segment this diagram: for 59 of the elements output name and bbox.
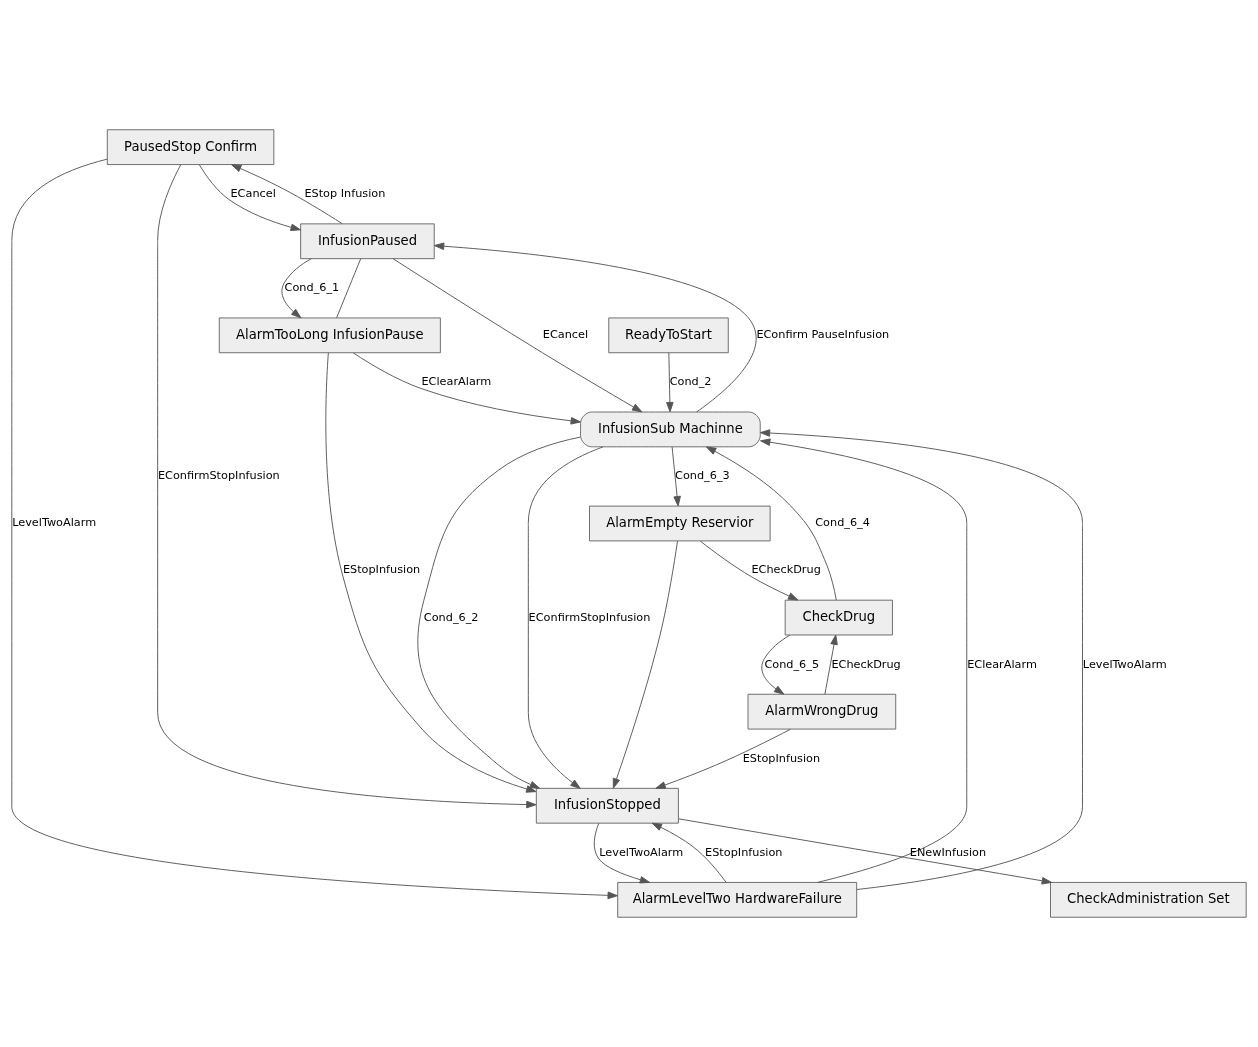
node-box: InfusionStopped (535, 787, 679, 824)
arrow (593, 822, 651, 884)
arrow (824, 634, 838, 695)
node-box: CheckAdministration Set (1050, 881, 1247, 918)
edge-label: Cond_2 (669, 375, 712, 389)
arrow (198, 164, 301, 232)
arrow (527, 446, 604, 789)
arrow (352, 352, 581, 425)
arrow (281, 258, 312, 319)
edge-label: ECheckDrug (751, 563, 821, 577)
arrow (417, 436, 581, 789)
arrow (678, 818, 1052, 885)
edge-label: Cond_6_1 (284, 281, 340, 295)
node-box: AlarmLevelTwo HardwareFailure (617, 881, 858, 918)
arrow (699, 540, 799, 601)
edge-label: EConfirmStopInfusion (528, 610, 651, 624)
node-box: PausedStop Confirm (106, 129, 275, 166)
node-box: AlarmWrongDrug (747, 693, 897, 730)
edge-label: EStopInfusion (742, 751, 821, 765)
node-box: AlarmEmpty Reservior (589, 505, 771, 542)
edge-label: LevelTwoAlarm (1082, 657, 1167, 671)
arrow (231, 164, 343, 225)
arrow (655, 728, 791, 789)
arrow (392, 258, 643, 413)
edge-label: Cond_6_3 (675, 469, 730, 483)
edge-label: EStopInfusion (705, 845, 783, 859)
edge-label: LevelTwoAlarm (12, 516, 97, 530)
arrow (11, 158, 618, 900)
node-box: CheckDrug (784, 599, 893, 636)
edge-label: Cond_6_5 (764, 657, 820, 671)
edge-label: ECheckDrug (831, 657, 901, 671)
edge-label: ECancel (230, 187, 276, 201)
edge-label: EConfirmStopInfusion (157, 469, 280, 483)
node-box: InfusionSub Machinne (580, 411, 761, 448)
arrow (705, 446, 837, 601)
arrow (761, 634, 791, 695)
arrow (666, 352, 674, 413)
arrow (433, 242, 757, 413)
node-box: ReadyToStart (608, 317, 729, 354)
arrow (651, 822, 727, 883)
connector (336, 258, 362, 319)
edge-label: Cond_6_2 (423, 610, 479, 624)
edge-label: EClearAlarm (967, 657, 1037, 671)
edge-label: LevelTwoAlarm (599, 845, 684, 859)
edge-label: EStopInfusion (342, 563, 421, 577)
edge-label: EConfirm PauseInfusion (756, 328, 890, 342)
arrow (612, 540, 678, 789)
arrow (325, 352, 537, 793)
arrow (760, 438, 968, 883)
arrow (671, 446, 681, 507)
edge-label: EClearAlarm (421, 375, 492, 389)
edge-label: EStop Infusion (304, 187, 386, 201)
arrow (157, 164, 537, 809)
edge-label: ENewInfusion (909, 845, 987, 859)
arrow (759, 429, 1083, 890)
edge-label: ECancel (542, 328, 589, 342)
edge-label: Cond_6_4 (815, 516, 870, 530)
node-box: AlarmTooLong InfusionPause (218, 317, 441, 354)
node-box: InfusionPaused (300, 223, 435, 260)
